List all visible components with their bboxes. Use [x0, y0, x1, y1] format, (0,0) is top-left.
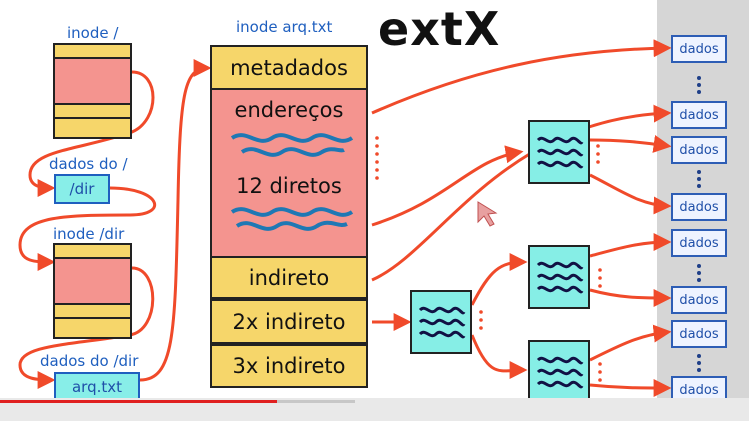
field-enderecos-diretos: endereços 12 diretos — [210, 88, 368, 258]
mouse-cursor-icon — [477, 201, 498, 227]
indirect-block-2x — [410, 290, 472, 354]
video-controls-bar — [0, 398, 749, 421]
inode-dir-block — [53, 243, 132, 339]
field-3x-indireto: 3x indireto — [210, 344, 368, 388]
arrow-dir-to-inode-dir — [18, 186, 156, 271]
arq-entry-block: arq.txt — [54, 372, 140, 402]
arrow-ind4-a — [589, 324, 672, 362]
arrow-inode-root-to-dados-root — [28, 70, 155, 197]
arrow-arq-to-inode-arq — [139, 59, 212, 382]
arrow-indirect — [371, 104, 672, 282]
arrow-ind1-a — [589, 135, 672, 153]
inode-root-block — [53, 43, 132, 139]
label-dados-root: dados do / — [49, 155, 128, 173]
field-2x-indireto: 2x indireto — [210, 299, 368, 344]
data-block: dados — [671, 101, 727, 129]
arrow-direct-1 — [371, 39, 672, 115]
data-block: dados — [671, 229, 727, 257]
scribble-icon — [536, 261, 584, 294]
arrow-inode-dir-to-dados-dir — [18, 266, 155, 389]
label-enderecos: endereços — [234, 98, 344, 122]
label-12-diretos: 12 diretos — [236, 174, 342, 198]
indirect-block-2x-a — [528, 245, 590, 309]
field-indireto: indireto — [210, 256, 368, 299]
scribble-icon — [536, 136, 584, 169]
label-inode-dir: inode /dir — [53, 225, 125, 243]
scribble-icon — [536, 356, 584, 389]
arrow-ind2-a — [470, 253, 528, 306]
diagram-title: extX — [378, 2, 501, 56]
label-dados-dir: dados do /dir — [40, 352, 139, 370]
arrow-ind1-b — [589, 173, 672, 215]
data-block: dados — [671, 320, 727, 348]
label-inode-root: inode / — [67, 24, 119, 42]
field-metadados: metadados — [210, 45, 368, 90]
data-block: dados — [671, 35, 727, 63]
data-block: dados — [671, 286, 727, 314]
scribble-icon — [418, 306, 466, 339]
arrow-ind4-b — [589, 378, 672, 397]
dir-entry-block: /dir — [54, 174, 110, 204]
arrow-ind3-a — [589, 233, 672, 258]
label-inode-arq: inode arq.txt — [236, 18, 333, 36]
arrow-direct-2 — [371, 145, 524, 227]
data-block: dados — [671, 136, 727, 164]
video-progress-bar[interactable] — [0, 400, 278, 403]
indirect-block-1 — [528, 120, 590, 184]
arrow-ind2-b — [470, 334, 528, 380]
arrow-ind3-b — [589, 288, 672, 307]
indirect-block-2x-b — [528, 340, 590, 404]
scribble-icon — [230, 133, 354, 231]
data-block: dados — [671, 193, 727, 221]
